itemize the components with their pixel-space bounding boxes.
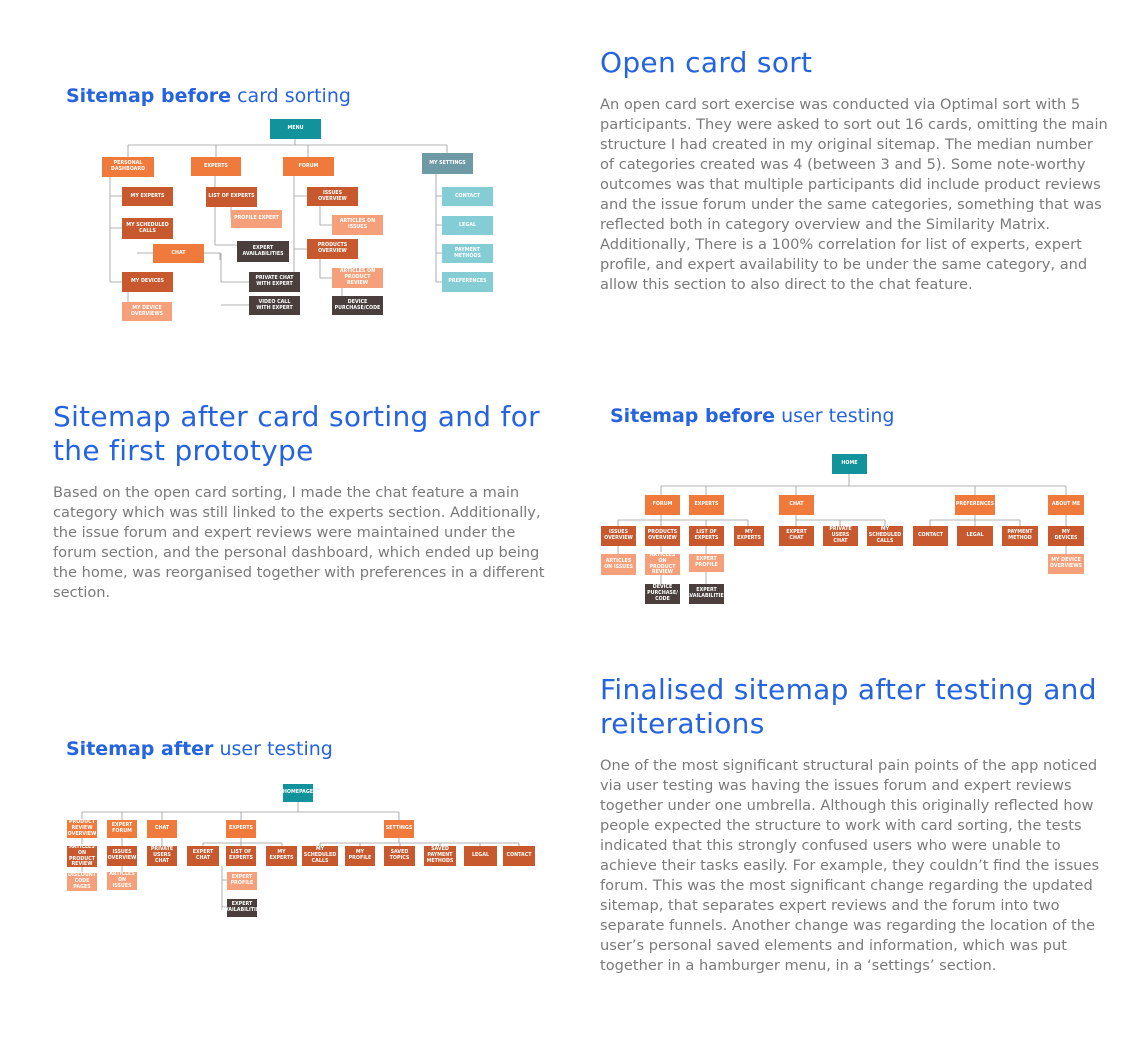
node-private-users-chat: PRIVATE USERS CHAT: [147, 846, 177, 866]
node-expert-availabilities: EXPERT AVAILABILITIES: [686, 584, 727, 604]
open-card-sort-body: An open card sort exercise was conducted…: [600, 96, 1108, 293]
node-articles-on-issues: ARTICLES ON ISSUES: [601, 554, 636, 575]
node-my-settings: MY SETTINGS: [422, 153, 473, 174]
node-contact: CONTACT: [503, 846, 535, 866]
node-list-of-experts: LIST OF EXPERTS: [226, 846, 256, 866]
node-chat: CHAT: [779, 495, 814, 515]
node-articles-on-product-review: ARTICLES ON PRODUCT REVIEW: [332, 268, 383, 288]
node-menu: MENU: [270, 119, 321, 139]
node-articles-on-issues: ARTICLES ON ISSUES: [107, 872, 137, 890]
node-profile-expert: PROFILE EXPERT: [231, 210, 282, 228]
node-personal-dashboard: PERSONAL DASHBOARD: [102, 157, 154, 177]
node-experts: EXPERTS: [191, 157, 241, 176]
node-expert-profile: EXPERT PROFILE: [227, 872, 257, 890]
node-payment-methods: PAYMENT METHODS: [442, 244, 493, 263]
node-expert-chat: EXPERT CHAT: [187, 846, 219, 866]
node-video-call-with-expert: VIDEO CALL WITH EXPERT: [249, 296, 300, 315]
node-issues-overview: ISSUES OVERVIEW: [107, 846, 137, 866]
title-bold: Sitemap after: [66, 738, 214, 760]
node-legal: LEGAL: [464, 846, 497, 866]
node-my-experts: MY EXPERTS: [122, 187, 173, 206]
node-preferences: PREFERENCES: [442, 272, 493, 292]
node-my-profile: MY PROFILE: [345, 846, 375, 866]
node-my-devices: MY DEVICES: [122, 272, 173, 292]
after-card-sorting-body: Based on the open card sorting, I made t…: [53, 484, 545, 601]
node-legal: LEGAL: [442, 216, 493, 235]
node-discount-code-pages: DISCOUNT CODE PAGES: [67, 873, 97, 891]
node-expert-availabilities: EXPERT AVAILABILITIES: [221, 899, 263, 917]
node-device-purchase-code: DEVICE PURCHASE/ CODE: [645, 584, 680, 604]
node-expert-availabilities: EXPERT AVAILABILITIES: [237, 241, 289, 262]
node-contact: CONTACT: [913, 526, 948, 546]
node-device-purchase-code: DEVICE PURCHASE/CODE: [332, 296, 383, 315]
node-legal: LEGAL: [957, 526, 993, 546]
node-product-review-overview: PRODUCT REVIEW OVERVIEW: [67, 820, 97, 838]
node-issues-overview: ISSUES OVERVIEW: [307, 187, 358, 206]
finalised-sitemap-title: Finalised sitemap after testing and reit…: [600, 673, 1097, 740]
node-experts: EXPERTS: [689, 495, 724, 515]
sitemap-before-user-testing-title: Sitemap before user testing: [610, 404, 894, 428]
node-expert-chat: EXPERT CHAT: [779, 526, 814, 546]
node-chat: CHAT: [147, 820, 177, 838]
node-preferences: PREFERENCES: [955, 495, 995, 515]
node-my-experts: MY EXPERTS: [734, 526, 764, 546]
node-expert-profile: EXPERT PROFILE: [689, 554, 724, 572]
node-products-overview: PRODUCTS OVERVIEW: [307, 239, 358, 259]
title-rest: user testing: [775, 405, 895, 427]
sitemap-before-card-sorting-title: Sitemap before card sorting: [66, 84, 351, 108]
node-private-chat-with-expert: PRIVATE CHAT WITH EXPERT: [249, 272, 300, 292]
node-experts: EXPERTS: [226, 820, 256, 838]
title-rest: user testing: [213, 738, 333, 760]
title-bold: Sitemap before: [610, 405, 776, 427]
node-my-experts: MY EXPERTS: [266, 846, 297, 866]
node-private-users-chat: PRIVATE USERS CHAT: [823, 526, 858, 546]
node-saved-payment-methods: SAVED PAYMENT METHODS: [424, 846, 456, 866]
sitemap-after-user-testing-title: Sitemap after user testing: [66, 737, 333, 761]
node-my-devices: MY DEVICES: [1048, 526, 1084, 546]
node-contact: CONTACT: [442, 187, 493, 206]
node-homepage: HOMEPAGE: [283, 784, 313, 802]
node-chat: CHAT: [153, 244, 204, 263]
node-my-scheduled-calls: MY SCHEDULED CALLS: [122, 218, 173, 239]
node-expert-forum: EXPERT FORUM: [107, 820, 137, 838]
node-payment-method: PAYMENT METHOD: [1002, 526, 1038, 546]
title-bold: Sitemap before: [66, 85, 232, 107]
node-issues-overview: ISSUES OVERVIEW: [601, 526, 636, 546]
node-articles-on-product-review: ARTICLES ON PRODUCT REVIEW: [67, 845, 97, 867]
node-list-of-experts: LIST OF EXPERTS: [206, 187, 257, 207]
node-products-overview: PRODUCTS OVERVIEW: [645, 526, 680, 546]
node-home: HOME: [832, 454, 867, 474]
node-my-scheduled-calls: MY SCHEDULED CALLS: [867, 526, 903, 546]
node-saved-topics: SAVED TOPICS: [384, 846, 415, 866]
node-articles-on-product-review: ARTICLES ON PRODUCT REVIEW: [645, 553, 680, 575]
node-list-of-experts: LIST OF EXPERTS: [689, 526, 724, 546]
title-rest: card sorting: [231, 85, 351, 107]
node-articles-on-issues: ARTICLES ON ISSUES: [332, 215, 383, 235]
open-card-sort-title: Open card sort: [600, 46, 813, 79]
node-forum: FORUM: [283, 157, 334, 176]
node-forum: FORUM: [645, 495, 680, 515]
node-my-device-overviews: MY DEVICE OVERVIEWS: [1048, 554, 1084, 574]
finalised-sitemap-body: One of the most significant structural p…: [600, 757, 1100, 974]
after-card-sorting-title: Sitemap after card sorting and for the f…: [53, 400, 540, 467]
node-settings: SETTINGS: [384, 820, 414, 838]
node-my-device-overviews: MY DEVICE OVERVIEWS: [122, 302, 172, 321]
node-my-scheduled-calls: MY SCHEDULED CALLS: [302, 846, 338, 866]
node-about-me: ABOUT ME: [1048, 495, 1084, 515]
